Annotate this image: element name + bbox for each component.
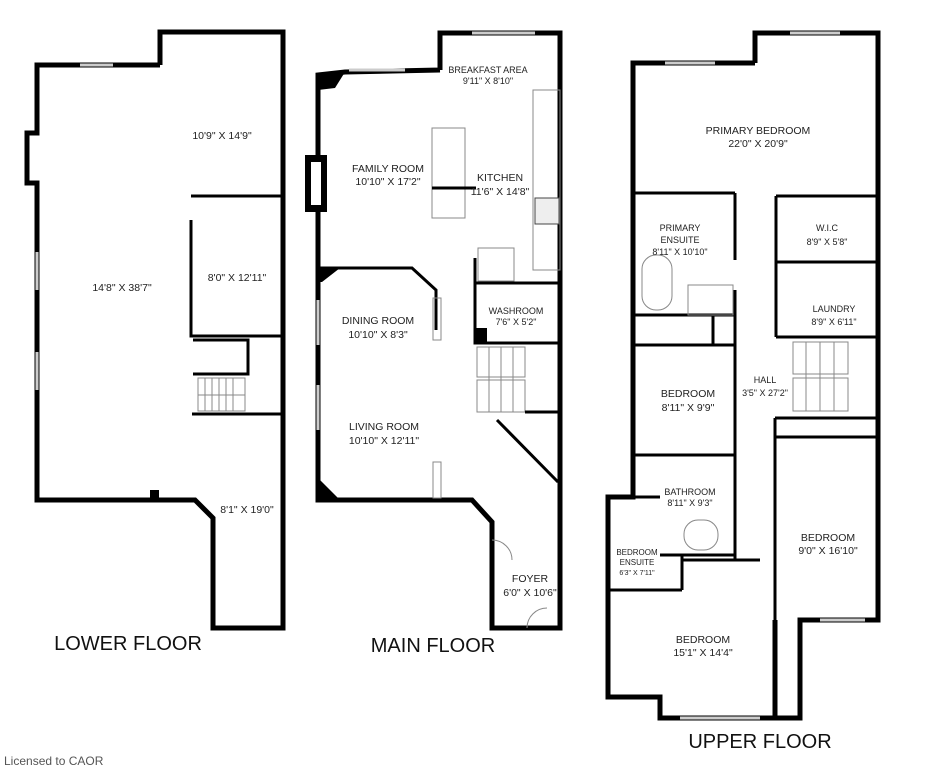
kitchen-island: [431, 127, 466, 219]
room-name: PRIMARY: [660, 223, 701, 233]
column: [150, 490, 159, 498]
room-name: WASHROOM: [489, 306, 544, 316]
room-dims: 22'0" X 20'9": [728, 138, 788, 150]
room-wall: [189, 220, 283, 338]
main-floor-plan: BREAKFAST AREA 9'11" X 8'10" FAMILY ROOM…: [305, 30, 563, 657]
room-dims: 15'1" X 14'4": [673, 647, 733, 659]
lower-floor-outer-walls: [24, 29, 286, 631]
room-name: PRIMARY BEDROOM: [706, 125, 811, 137]
room-name: HALL: [754, 375, 777, 385]
room-name: BREAKFAST AREA: [448, 65, 527, 75]
room-dims: 8'9" X 5'8": [807, 237, 848, 247]
room-name: FAMILY ROOM: [352, 163, 424, 175]
room-name: ENSUITE: [620, 558, 655, 567]
room-name: BEDROOM: [661, 388, 715, 400]
license-text: Licensed to CAOR: [4, 754, 104, 768]
room-dims: 8'11" X 10'10": [652, 247, 707, 257]
room-dims: 8'0" X 12'11": [208, 272, 267, 284]
partial-wall: [318, 266, 438, 330]
room-dims: 9'11" X 8'10": [463, 76, 513, 86]
room-name: W.I.C: [816, 223, 838, 233]
floor-title: UPPER FLOOR: [688, 731, 831, 753]
room-dims: 14'8" X 38'7": [92, 282, 152, 294]
room-name: KITCHEN: [477, 172, 523, 184]
closet-wall: [193, 338, 250, 376]
washroom-wall: [473, 258, 560, 345]
room-dims: 10'10" X 17'2": [355, 176, 420, 188]
stove: [534, 197, 560, 225]
room-dims: 6'3" X 7'11": [619, 570, 655, 577]
room-name: DINING ROOM: [342, 315, 414, 327]
room-name: FOYER: [512, 573, 549, 585]
room-dims: 8'1" X 19'0": [220, 504, 274, 516]
door-swing: [491, 539, 548, 629]
shower: [687, 284, 734, 316]
kitchen-counter: [532, 89, 561, 271]
room-name: BEDROOM: [676, 634, 730, 646]
lower-floor-plan: 10'9" X 14'9" 8'0" X 12'11" 14'8" X 38'7…: [24, 29, 286, 655]
floor-title: LOWER FLOOR: [54, 633, 202, 655]
closet-wall: [495, 418, 560, 484]
upper-floor-plan: PRIMARY BEDROOM 22'0" X 20'9" PRIMARY EN…: [605, 30, 881, 753]
room-dims: 3'5" X 27'2": [742, 388, 788, 398]
room-name: BEDROOM: [801, 532, 855, 544]
room-dims: 10'9" X 14'9": [192, 130, 252, 142]
room-dims: 6'0" X 10'6": [503, 587, 557, 599]
column: [432, 461, 442, 499]
stairs: [197, 377, 246, 412]
stairs: [476, 346, 526, 413]
room-dims: 8'11" X 9'3": [667, 498, 712, 508]
room-dims: 8'11" X 9'9": [662, 402, 715, 414]
room-name: BEDROOM: [616, 548, 658, 557]
room-name: LAUNDRY: [813, 304, 856, 314]
stairs: [792, 341, 849, 412]
room-dims: 10'10" X 12'11": [349, 435, 420, 447]
bathtub: [641, 254, 673, 311]
room-name: LIVING ROOM: [349, 421, 419, 433]
room-dims: 8'9" X 6'11": [811, 317, 856, 327]
room-dims: 10'10" X 8'3": [348, 329, 408, 341]
room-name: ENSUITE: [660, 235, 699, 245]
room-dims: 11'6" X 14'8": [471, 186, 530, 198]
column: [432, 297, 442, 341]
room-name: BATHROOM: [664, 487, 715, 497]
room-dims: 9'0" X 16'10": [798, 545, 858, 557]
floor-title: MAIN FLOOR: [371, 635, 495, 657]
room-dims: 7'6" X 5'2": [496, 317, 537, 327]
bathtub: [683, 519, 719, 551]
fridge: [477, 247, 515, 282]
